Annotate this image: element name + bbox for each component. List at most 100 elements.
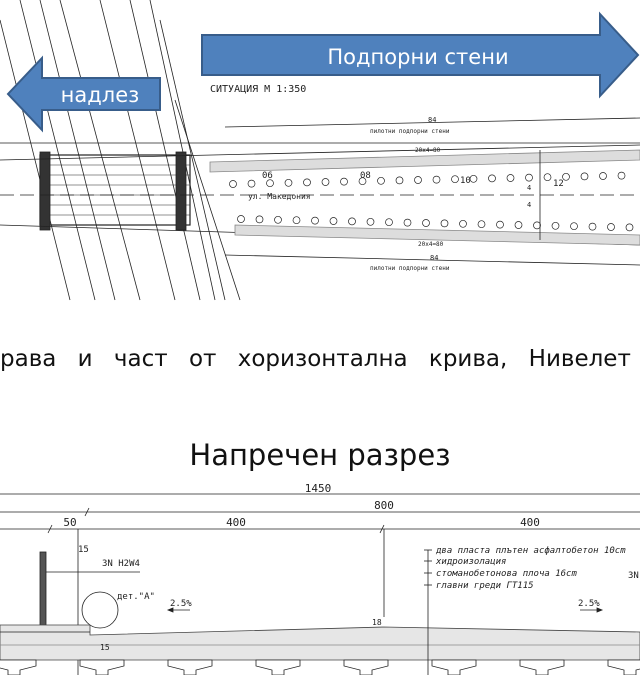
pile	[292, 216, 301, 225]
piles-top	[229, 171, 626, 188]
pile	[340, 177, 348, 186]
pile	[237, 215, 245, 223]
girder	[79, 659, 125, 675]
pile	[625, 223, 634, 232]
pile	[422, 219, 430, 227]
pile	[255, 215, 264, 224]
bridge-deck	[39, 154, 191, 226]
plan-view	[0, 0, 640, 301]
pile	[274, 215, 282, 224]
station-10: 10	[460, 176, 471, 186]
pile	[459, 219, 467, 228]
layer-3: стоманобетонова плоча 16cm	[436, 568, 577, 579]
pile	[599, 172, 607, 180]
arrow-left-label: надлез	[61, 83, 140, 107]
layer-2: хидроизолация	[435, 557, 506, 567]
pile	[247, 179, 256, 188]
deck-slab	[0, 624, 640, 661]
pile	[414, 176, 422, 184]
guardrail	[39, 551, 47, 633]
pile	[266, 179, 274, 188]
slope-right: 2.5%	[578, 599, 600, 609]
dim-bottom-note: пилотни подпорни стени	[370, 265, 450, 272]
pile	[403, 218, 412, 227]
detail-a-circle	[81, 591, 119, 629]
pile	[284, 178, 293, 187]
pile	[533, 221, 541, 230]
pile	[588, 222, 597, 231]
arrow-right-label: Подпорни стени	[327, 45, 508, 69]
dim-side-1: 4	[527, 184, 531, 192]
pile	[580, 172, 589, 181]
dim-15-bottom: 15	[100, 643, 110, 652]
pile	[395, 176, 404, 185]
caption-text: рава и част от хоризонтална крива, Нивел…	[0, 346, 631, 372]
pile	[551, 221, 560, 230]
pile	[358, 177, 367, 186]
girder	[343, 659, 389, 675]
dim-side-2: 4	[527, 201, 531, 209]
pile	[525, 173, 533, 182]
dim-800: 800	[374, 499, 394, 512]
layer-4: главни греди ГТ115	[436, 581, 534, 591]
station-06: 06	[262, 171, 273, 181]
girder	[167, 659, 213, 675]
pile	[488, 174, 496, 183]
pile	[477, 220, 486, 229]
girders	[0, 659, 640, 675]
pile	[432, 175, 441, 184]
pile	[303, 178, 311, 187]
slope-left: 2.5%	[170, 599, 192, 609]
station-08: 08	[360, 171, 371, 181]
retaining-wall-bottom	[234, 224, 640, 246]
barrier-right-label: 3N	[628, 571, 639, 581]
pile	[321, 178, 330, 186]
pile	[377, 176, 385, 185]
pile	[366, 217, 375, 226]
section-labels: 1450 800 50 400 400 15 18 15 3N H2W4 3N …	[63, 482, 638, 652]
pile	[348, 217, 356, 226]
girder	[519, 659, 565, 675]
dim-400-left: 400	[226, 516, 246, 529]
pile	[451, 175, 459, 184]
girder	[255, 659, 301, 675]
girder	[431, 659, 477, 675]
pile	[570, 222, 578, 231]
girder	[607, 659, 640, 675]
section-title: Напречен разрез	[189, 438, 451, 472]
pile	[607, 223, 615, 231]
dim-400-right: 400	[520, 516, 540, 529]
pile	[440, 219, 449, 228]
dim-bottom-span: 20x4=80	[418, 241, 444, 248]
dim-18: 18	[372, 618, 382, 627]
pile	[543, 173, 552, 182]
station-12: 12	[553, 179, 564, 189]
dim-50: 50	[63, 516, 76, 529]
pile	[311, 216, 319, 225]
bridge-skew-lines	[0, 0, 241, 301]
girder	[0, 659, 37, 675]
retaining-wall-top	[209, 149, 640, 173]
pile	[469, 174, 478, 183]
piles-bottom	[237, 215, 634, 232]
dim-top: 84	[428, 116, 436, 124]
dim-bottom: 84	[430, 254, 438, 262]
dim-top-span: 20x4=80	[415, 147, 441, 154]
dim-15: 15	[78, 545, 89, 555]
detail-a-label: дет."А"	[117, 592, 155, 602]
pile	[385, 218, 393, 227]
pile	[229, 180, 237, 188]
arrow-overpass: надлез	[6, 55, 161, 133]
pile	[496, 220, 504, 229]
situation-label: СИТУАЦИЯ М 1:350	[210, 84, 306, 95]
layer-1: два пласта плътен асфалтобетон 10cm	[435, 545, 626, 556]
plan-labels: СИТУАЦИЯ М 1:350 84 пилотни подпорни сте…	[210, 84, 564, 272]
pile	[329, 217, 338, 225]
barrier-label: 3N H2W4	[102, 559, 140, 569]
street-label: ул. Македония	[248, 192, 311, 201]
pile	[506, 174, 515, 182]
pile	[562, 172, 570, 181]
pile	[617, 171, 626, 180]
cross-section	[0, 493, 640, 675]
